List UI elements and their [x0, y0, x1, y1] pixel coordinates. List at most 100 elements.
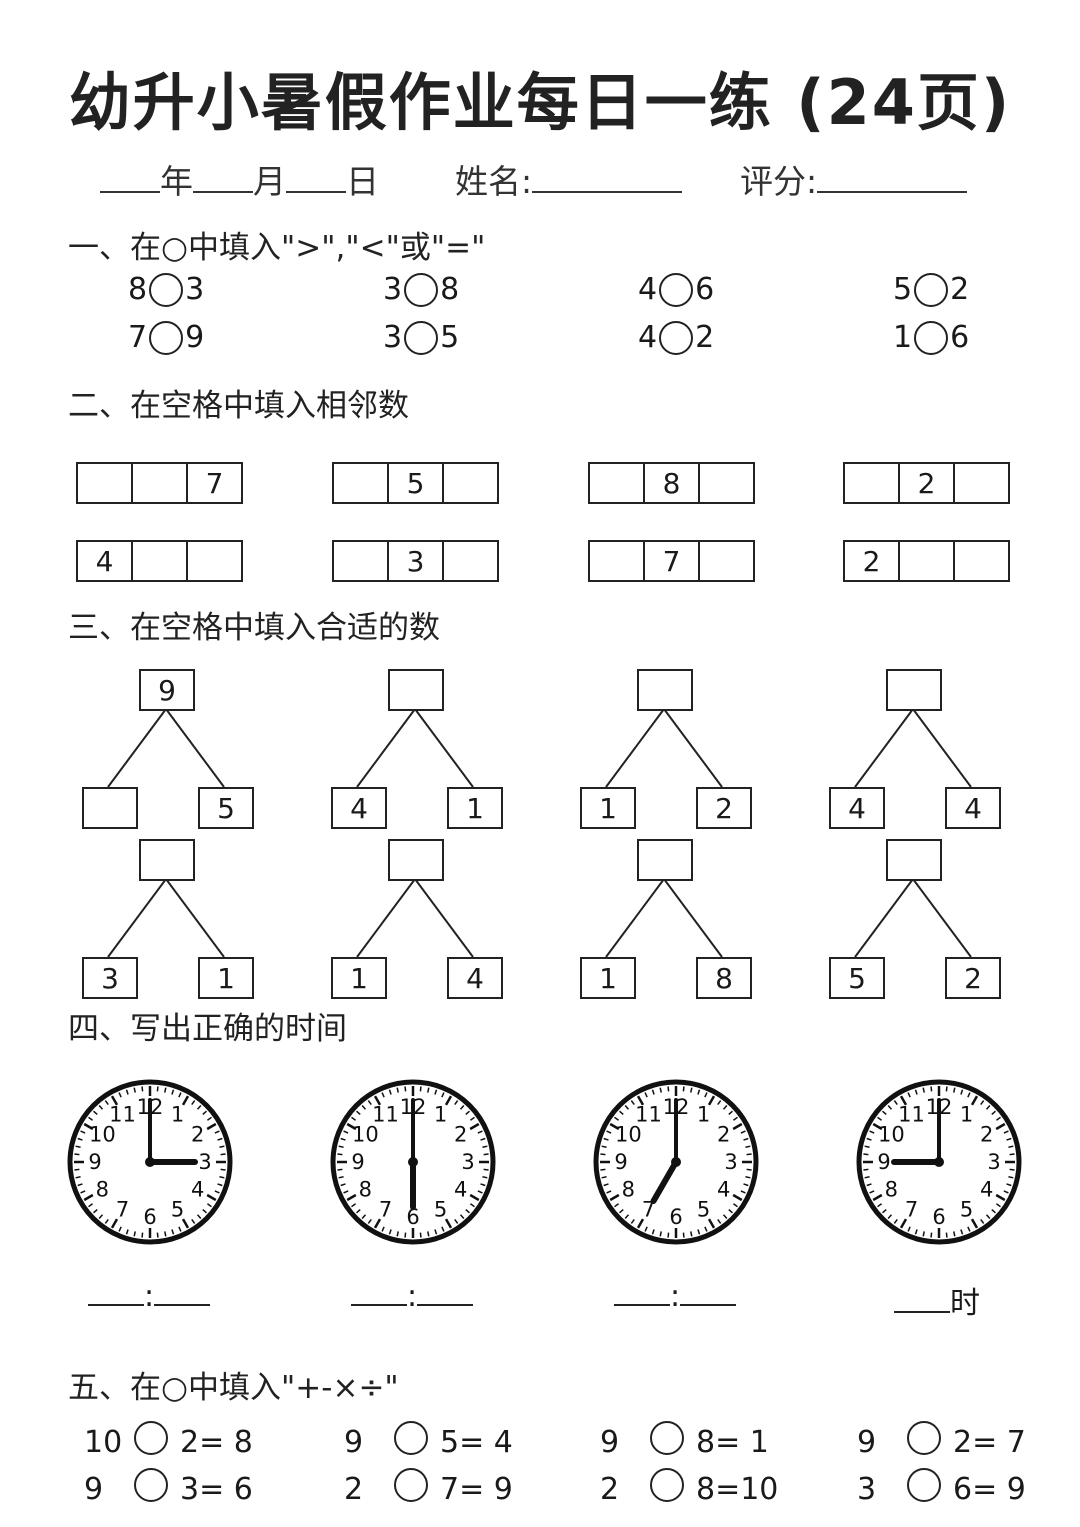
- clock-number: 2: [717, 1123, 730, 1147]
- clock-tick: [967, 1226, 971, 1232]
- clock-tick: [953, 1087, 956, 1093]
- clock-tick: [206, 1193, 217, 1202]
- bond-top-answer-box[interactable]: [139, 839, 195, 881]
- time-blank[interactable]: [351, 1278, 407, 1306]
- month-blank[interactable]: [193, 161, 253, 193]
- answer-circle[interactable]: [659, 320, 694, 355]
- time-blank[interactable]: [417, 1278, 474, 1306]
- answer-circle[interactable]: [914, 272, 949, 307]
- clock-tick: [609, 1193, 620, 1202]
- operand-right-result: 6= 9: [953, 1472, 1026, 1507]
- day-blank[interactable]: [286, 161, 346, 193]
- answer-cell[interactable]: [590, 542, 645, 580]
- clock-tick: [459, 1105, 465, 1110]
- time-blank[interactable]: [894, 1285, 950, 1313]
- operator-circle[interactable]: [394, 1420, 428, 1455]
- answer-cell[interactable]: [133, 542, 188, 580]
- answer-cell[interactable]: [700, 542, 753, 580]
- answer-cell[interactable]: [133, 464, 188, 502]
- answer-cell[interactable]: [900, 542, 955, 580]
- answer-cell[interactable]: [845, 464, 900, 502]
- time-blank[interactable]: [614, 1278, 670, 1306]
- clock-tick: [427, 1087, 430, 1093]
- section5-heading: 五、在○中填入"+-×÷": [68, 1370, 399, 1406]
- time-colon: :: [407, 1279, 418, 1314]
- operator-circle[interactable]: [907, 1420, 941, 1455]
- clock-tick: [441, 1092, 445, 1098]
- clock-number: 8: [359, 1178, 372, 1202]
- score-blank[interactable]: [817, 161, 968, 193]
- answer-circle[interactable]: [404, 320, 439, 355]
- answer-cell[interactable]: [955, 542, 1008, 580]
- year-blank[interactable]: [100, 161, 160, 193]
- clock-tick: [346, 1193, 357, 1202]
- clock-tick: [133, 1087, 136, 1093]
- answer-circle[interactable]: [149, 272, 184, 307]
- clock-tick: [367, 1218, 372, 1224]
- date-line: 年月日: [100, 155, 379, 203]
- left-number: 4: [638, 320, 658, 355]
- operator-circle[interactable]: [650, 1467, 684, 1502]
- answer-cell[interactable]: [700, 464, 753, 502]
- clock-tick: [882, 1208, 887, 1214]
- time-blank[interactable]: [154, 1278, 211, 1306]
- clock-tick: [480, 1183, 486, 1187]
- answer-cell[interactable]: [78, 464, 133, 502]
- bond-left-answer-box[interactable]: [82, 787, 138, 829]
- operator-circle[interactable]: [134, 1467, 168, 1502]
- answer-cell[interactable]: [444, 542, 497, 580]
- clock-number: 3: [987, 1150, 1000, 1174]
- clock-tick: [745, 1145, 751, 1148]
- answer-cell[interactable]: [955, 464, 1008, 502]
- bond-top-answer-box[interactable]: [886, 669, 942, 711]
- clock-tick: [202, 1208, 207, 1214]
- operator-circle[interactable]: [394, 1467, 428, 1502]
- time-blank[interactable]: [680, 1278, 737, 1306]
- bond-top-answer-box[interactable]: [637, 839, 693, 881]
- clock-number: 9: [88, 1150, 101, 1174]
- bond-top-answer-box[interactable]: [388, 839, 444, 881]
- bond-top-answer-box[interactable]: [886, 839, 942, 881]
- section1-heading: 一、在○中填入">","<"或"=": [68, 230, 486, 266]
- operator-circle[interactable]: [650, 1420, 684, 1455]
- clock-number: 2: [454, 1123, 467, 1147]
- bond-top-answer-box[interactable]: [388, 669, 444, 711]
- clock-tick: [206, 1116, 212, 1121]
- clock-tick: [156, 1232, 159, 1238]
- clock-tick: [351, 1203, 357, 1208]
- clock-tick: [1009, 1168, 1015, 1171]
- bond-top-answer-box[interactable]: [637, 669, 693, 711]
- operand-right-result: 2= 8: [180, 1425, 253, 1460]
- operator-circle[interactable]: [134, 1420, 168, 1455]
- clock-tick: [118, 1092, 122, 1098]
- clock-tick: [202, 1110, 207, 1116]
- clock-tick: [118, 1226, 122, 1232]
- answer-cell[interactable]: [188, 542, 241, 580]
- answer-cell[interactable]: [334, 542, 389, 580]
- clock-tick: [980, 1218, 985, 1224]
- time-blank[interactable]: [88, 1278, 144, 1306]
- clock-tick: [899, 1095, 908, 1106]
- answer-cell[interactable]: [444, 464, 497, 502]
- clock-tick: [743, 1137, 749, 1141]
- clock-tick: [88, 1203, 94, 1208]
- clock-tick: [609, 1122, 620, 1131]
- clock-number: 1: [697, 1102, 710, 1126]
- answer-cell[interactable]: [334, 464, 389, 502]
- clock-tick: [980, 1100, 985, 1106]
- answer-circle[interactable]: [659, 272, 694, 307]
- clock-tick: [651, 1229, 655, 1235]
- name-blank[interactable]: [532, 161, 683, 193]
- answer-cell[interactable]: [590, 464, 645, 502]
- answer-circle[interactable]: [149, 320, 184, 355]
- answer-circle[interactable]: [914, 320, 949, 355]
- answer-circle[interactable]: [404, 272, 439, 307]
- clock-tick: [441, 1226, 445, 1232]
- clock-tick: [346, 1122, 357, 1131]
- clock-tick: [644, 1226, 648, 1232]
- operator-circle[interactable]: [907, 1467, 941, 1502]
